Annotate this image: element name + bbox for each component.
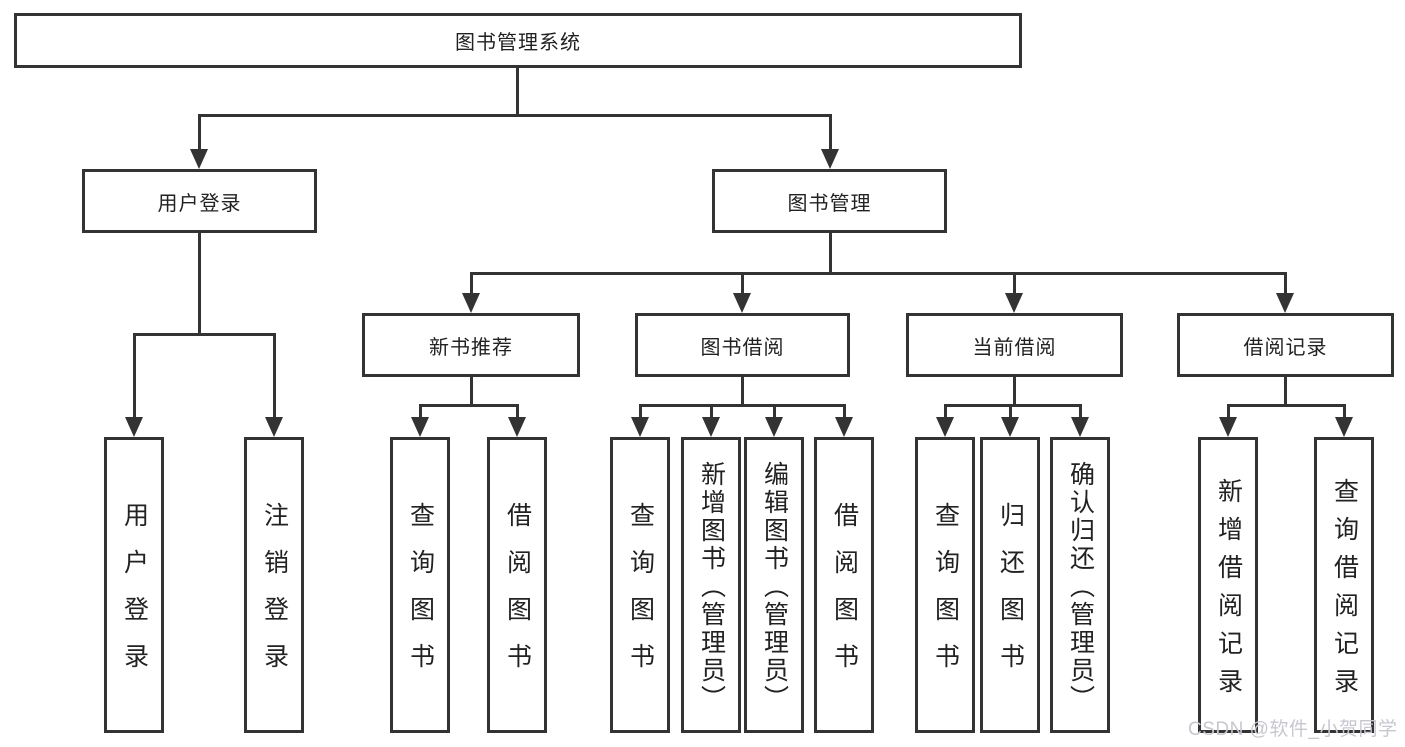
arrowhead-down-icon	[835, 417, 853, 437]
arrowhead-down-icon	[1005, 293, 1023, 313]
connector-line	[1008, 404, 1012, 419]
arrowhead-down-icon	[265, 417, 283, 437]
leaf-bb-borrow-book: 借阅图书	[814, 437, 874, 733]
node-new-book-recommend: 新书推荐	[362, 313, 580, 377]
arrowhead-down-icon	[765, 417, 783, 437]
node-user-login-label: 用户登录	[157, 192, 242, 215]
leaf-bb-edit-book-admin: 编辑图书（管理员）	[744, 437, 804, 733]
connector-line	[1226, 404, 1230, 419]
arrowhead-down-icon	[631, 417, 649, 437]
arrowhead-down-icon	[1219, 417, 1237, 437]
connector-line	[198, 114, 831, 117]
arrowhead-down-icon	[508, 417, 526, 437]
arrowhead-down-icon	[1335, 417, 1353, 437]
node-borrow-records: 借阅记录	[1177, 313, 1394, 377]
arrowhead-down-icon	[1071, 417, 1089, 437]
connector-line	[709, 404, 713, 419]
connector-line	[639, 404, 845, 407]
connector-line	[1342, 404, 1346, 419]
leaf-br-add-record: 新增借阅记录	[1198, 437, 1258, 733]
node-book-management: 图书管理	[712, 169, 947, 233]
connector-line	[470, 272, 1287, 275]
arrowhead-down-icon	[702, 417, 720, 437]
leaf-cb-return-book-label: 归还图书	[996, 502, 1025, 690]
leaf-user-login: 用户登录	[104, 437, 164, 733]
node-book-borrow-label: 图书借阅	[700, 336, 785, 359]
leaf-br-query-record: 查询借阅记录	[1314, 437, 1374, 733]
connector-line	[1283, 272, 1287, 295]
leaf-nbr-query-book-label: 查询图书	[406, 502, 435, 690]
connector-line	[469, 377, 473, 406]
connector-line	[828, 233, 832, 274]
leaf-logout-login-label: 注销登录	[260, 502, 289, 690]
arrowhead-down-icon	[1276, 293, 1294, 313]
connector-line	[418, 404, 422, 419]
connector-line	[1078, 404, 1082, 419]
leaf-cb-return-book: 归还图书	[980, 437, 1040, 733]
leaf-cb-query-book-label: 查询图书	[931, 502, 960, 690]
arrowhead-down-icon	[411, 417, 429, 437]
connector-line	[740, 272, 744, 295]
csdn-watermark: CSDN @软件_小贺同学	[1188, 719, 1398, 740]
leaf-nbr-borrow-book: 借阅图书	[487, 437, 547, 733]
node-borrow-records-label: 借阅记录	[1243, 336, 1328, 359]
arrowhead-down-icon	[733, 293, 751, 313]
node-new-book-recommend-label: 新书推荐	[429, 336, 513, 359]
node-book-borrow: 图书借阅	[635, 313, 850, 377]
leaf-bb-borrow-book-label: 借阅图书	[830, 502, 859, 690]
leaf-cb-confirm-return-admin-label: 确认归还（管理员）	[1066, 460, 1095, 713]
leaf-nbr-query-book: 查询图书	[390, 437, 450, 733]
leaf-cb-confirm-return-admin: 确认归还（管理员）	[1050, 437, 1110, 733]
leaf-logout-login: 注销登录	[244, 437, 304, 733]
connector-line	[515, 68, 519, 115]
node-user-login: 用户登录	[82, 169, 317, 233]
node-current-borrow: 当前借阅	[906, 313, 1123, 377]
leaf-br-query-record-label: 查询借阅记录	[1330, 477, 1359, 706]
connector-line	[740, 377, 744, 406]
connector-line	[272, 333, 276, 418]
node-book-management-label: 图书管理	[787, 192, 872, 215]
connector-line	[828, 114, 832, 149]
connector-line	[1227, 404, 1345, 407]
connector-line	[1012, 272, 1016, 295]
node-current-borrow-label: 当前借阅	[972, 336, 1057, 359]
arrowhead-down-icon	[190, 149, 208, 169]
connector-line	[842, 404, 846, 419]
connector-line	[132, 333, 136, 418]
leaf-nbr-borrow-book-label: 借阅图书	[503, 502, 532, 690]
node-root-label: 图书管理系统	[455, 32, 581, 54]
connector-line	[469, 272, 473, 295]
leaf-bb-add-book-admin-label: 新增图书（管理员）	[697, 460, 726, 713]
leaf-cb-query-book: 查询图书	[915, 437, 975, 733]
arrowhead-down-icon	[1001, 417, 1019, 437]
connector-line	[197, 233, 201, 334]
connector-line	[1283, 377, 1287, 406]
leaf-bb-query-book: 查询图书	[610, 437, 670, 733]
arrowhead-down-icon	[462, 293, 480, 313]
leaf-user-login-label: 用户登录	[120, 502, 149, 690]
arrowhead-down-icon	[821, 149, 839, 169]
node-root: 图书管理系统	[14, 13, 1022, 68]
leaf-bb-edit-book-admin-label: 编辑图书（管理员）	[760, 460, 789, 713]
connector-line	[1012, 377, 1016, 406]
connector-line	[133, 333, 275, 336]
arrowhead-down-icon	[936, 417, 954, 437]
leaf-bb-add-book-admin: 新增图书（管理员）	[681, 437, 741, 733]
connector-line	[197, 114, 201, 149]
connector-line	[419, 404, 518, 407]
connector-line	[943, 404, 947, 419]
connector-line	[638, 404, 642, 419]
leaf-br-add-record-label: 新增借阅记录	[1214, 477, 1243, 706]
connector-line	[944, 404, 1081, 407]
connector-line	[772, 404, 776, 419]
arrowhead-down-icon	[125, 417, 143, 437]
connector-line	[515, 404, 519, 419]
leaf-bb-query-book-label: 查询图书	[626, 502, 655, 690]
